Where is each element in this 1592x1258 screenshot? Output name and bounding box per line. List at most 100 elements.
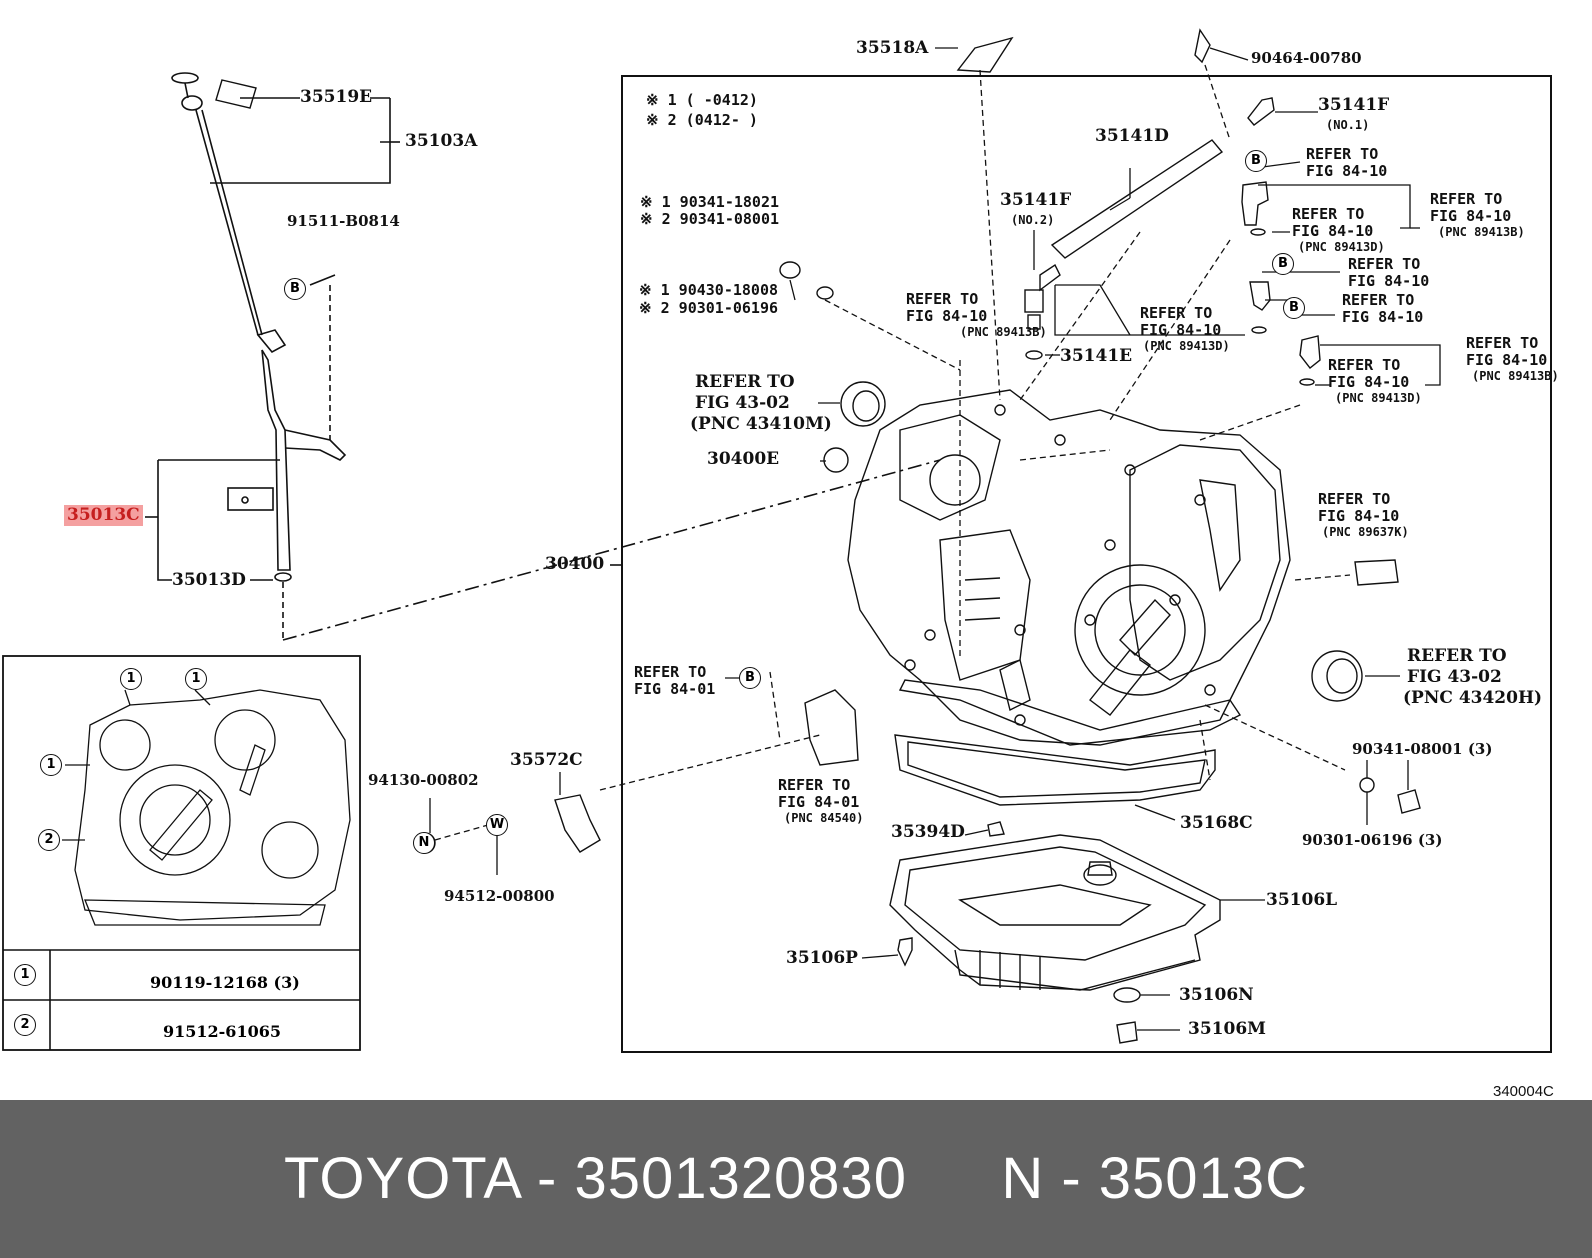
part-90341-08001[interactable]: ※ 2 90341-08001 [640,210,779,228]
refer-center-3: (PNC 89413D) [1143,339,1230,353]
part-35168C[interactable]: 35168C [1180,813,1253,833]
table-part-2[interactable]: 91512-61065 [163,1022,281,1041]
part-90430-18008[interactable]: ※ 1 90430-18008 [639,281,778,299]
footer-code: 35013C [1098,1146,1308,1211]
refer-8401-2[interactable]: FIG 84-01 [634,680,716,698]
refer-right1-2[interactable]: FIG 84-10 [1430,207,1512,225]
circle-b-low: B [1283,297,1305,319]
part-35572C[interactable]: 35572C [510,750,583,770]
refer-b-mid-2[interactable]: FIG 84-10 [1348,272,1430,290]
part-30400[interactable]: 30400 [545,554,605,574]
refer-89637-3: (PNC 89637K) [1322,525,1409,539]
refer-right2-2[interactable]: FIG 84-10 [1466,351,1548,369]
part-94512-00800[interactable]: 94512-00800 [444,887,555,905]
part-90341-18021[interactable]: ※ 1 90341-18021 [640,193,779,211]
refer-right1-3: (PNC 89413B) [1438,225,1525,239]
note-2: ※ 2 (0412- ) [646,111,758,129]
part-35141F-no2-sub: (NO.2) [1011,213,1055,227]
refer-84540-1: REFER TO [778,776,851,794]
refer-left-2[interactable]: FIG 84-10 [906,307,988,325]
refer-center-2[interactable]: FIG 84-10 [1140,321,1222,339]
refer-left-1: REFER TO [906,290,979,308]
refer-inner2-1: REFER TO [1328,356,1401,374]
part-35394D[interactable]: 35394D [891,822,965,842]
refer-seal-1: REFER TO [695,372,795,392]
refer-inner1-2[interactable]: FIG 84-10 [1292,222,1374,240]
refer-right2-3: (PNC 89413B) [1472,369,1559,383]
refer-left-3: (PNC 89413B) [960,325,1047,339]
refer-right1-1: REFER TO [1430,190,1503,208]
table-key-2: 2 [14,1014,36,1036]
circle-n: N [413,832,435,854]
refer-89637-1: REFER TO [1318,490,1391,508]
inset-callout-1c: 1 [40,754,62,776]
part-35106N[interactable]: 35106N [1179,985,1254,1005]
main-frame [621,75,1552,1053]
part-35106M[interactable]: 35106M [1188,1019,1266,1039]
part-35141E[interactable]: 35141E [1060,346,1133,366]
refer-right2-1: REFER TO [1466,334,1539,352]
footer-sep2: - [1061,1146,1082,1211]
oil-pan-drawing [889,834,1221,991]
leader-lines [429,47,1441,1031]
refer-84540-2[interactable]: FIG 84-01 [778,793,860,811]
footer-bar [0,1100,1592,1258]
circle-b-switch: B [739,667,761,689]
part-35106P[interactable]: 35106P [786,948,858,968]
pipe-35141D [1050,139,1224,259]
part-35141F-no2[interactable]: 35141F [1000,190,1072,210]
part-90301-06196-x3[interactable]: 90301-06196 (3) [1302,831,1443,849]
refer-89637-2[interactable]: FIG 84-10 [1318,507,1400,525]
table-key-1: 1 [14,964,36,986]
small-parts [414,28,1421,1044]
part-35519E[interactable]: 35519E [300,87,373,107]
refer-inner2-2[interactable]: FIG 84-10 [1328,373,1410,391]
refer-seal-3: (PNC 43410M) [690,414,832,434]
note-1: ※ 1 ( -0412) [646,91,758,109]
refer-b-top-1: REFER TO [1306,145,1379,163]
table-part-1[interactable]: 90119-12168 (3) [150,973,300,992]
part-35103A[interactable]: 35103A [405,131,478,151]
refer-inner1-1: REFER TO [1292,205,1365,223]
part-94130-00802[interactable]: 94130-00802 [368,771,479,789]
circle-b-dipstick: B [284,278,306,300]
part-90301-06196[interactable]: ※ 2 90301-06196 [639,299,778,317]
part-35013D[interactable]: 35013D [172,570,246,590]
part-90341-08001-x3[interactable]: 90341-08001 (3) [1352,740,1493,758]
refer-43420-2[interactable]: FIG 43-02 [1407,667,1502,687]
footer-number: 3501320830 [574,1146,908,1211]
refer-seal-2[interactable]: FIG 43-02 [695,393,790,413]
part-35106L[interactable]: 35106L [1266,890,1338,910]
diagram-lines [2,28,1552,1053]
refer-b-low-2[interactable]: FIG 84-10 [1342,308,1424,326]
refer-43420-3: (PNC 43420H) [1403,688,1543,708]
refer-inner1-3: (PNC 89413D) [1298,240,1385,254]
dipstick-drawing [171,72,347,582]
refer-b-top-2[interactable]: FIG 84-10 [1306,162,1388,180]
inset-callout-1b: 1 [185,668,207,690]
inset-callout-1a: 1 [120,668,142,690]
inset-callout-2: 2 [38,829,60,851]
inset-frame [2,655,361,1051]
label-plate [956,36,1014,73]
part-35141D[interactable]: 35141D [1095,126,1169,146]
refer-84540-3: (PNC 84540) [784,811,864,825]
circle-b-mid: B [1272,253,1294,275]
refer-43420-1: REFER TO [1407,646,1507,666]
part-35141F-no1[interactable]: 35141F [1318,95,1390,115]
part-30400E[interactable]: 30400E [707,449,780,469]
refer-center-1: REFER TO [1140,304,1213,322]
refer-inner2-3: (PNC 89413D) [1335,391,1422,405]
part-90464-00780[interactable]: 90464-00780 [1251,49,1362,67]
part-35518A[interactable]: 35518A [856,38,929,58]
circle-w: W [486,814,508,836]
part-91511-B0814[interactable]: 91511-B0814 [287,212,400,230]
footer-n: N [1001,1146,1045,1211]
circle-b-top: B [1245,150,1267,172]
inset-transmission [62,689,351,926]
part-35013C-highlighted[interactable]: 35013C [64,505,143,526]
footer-title: TOYOTA - 3501320830 N - 35013C [0,1145,1592,1212]
refer-b-low-1: REFER TO [1342,291,1415,309]
transmission-drawing [847,389,1291,746]
